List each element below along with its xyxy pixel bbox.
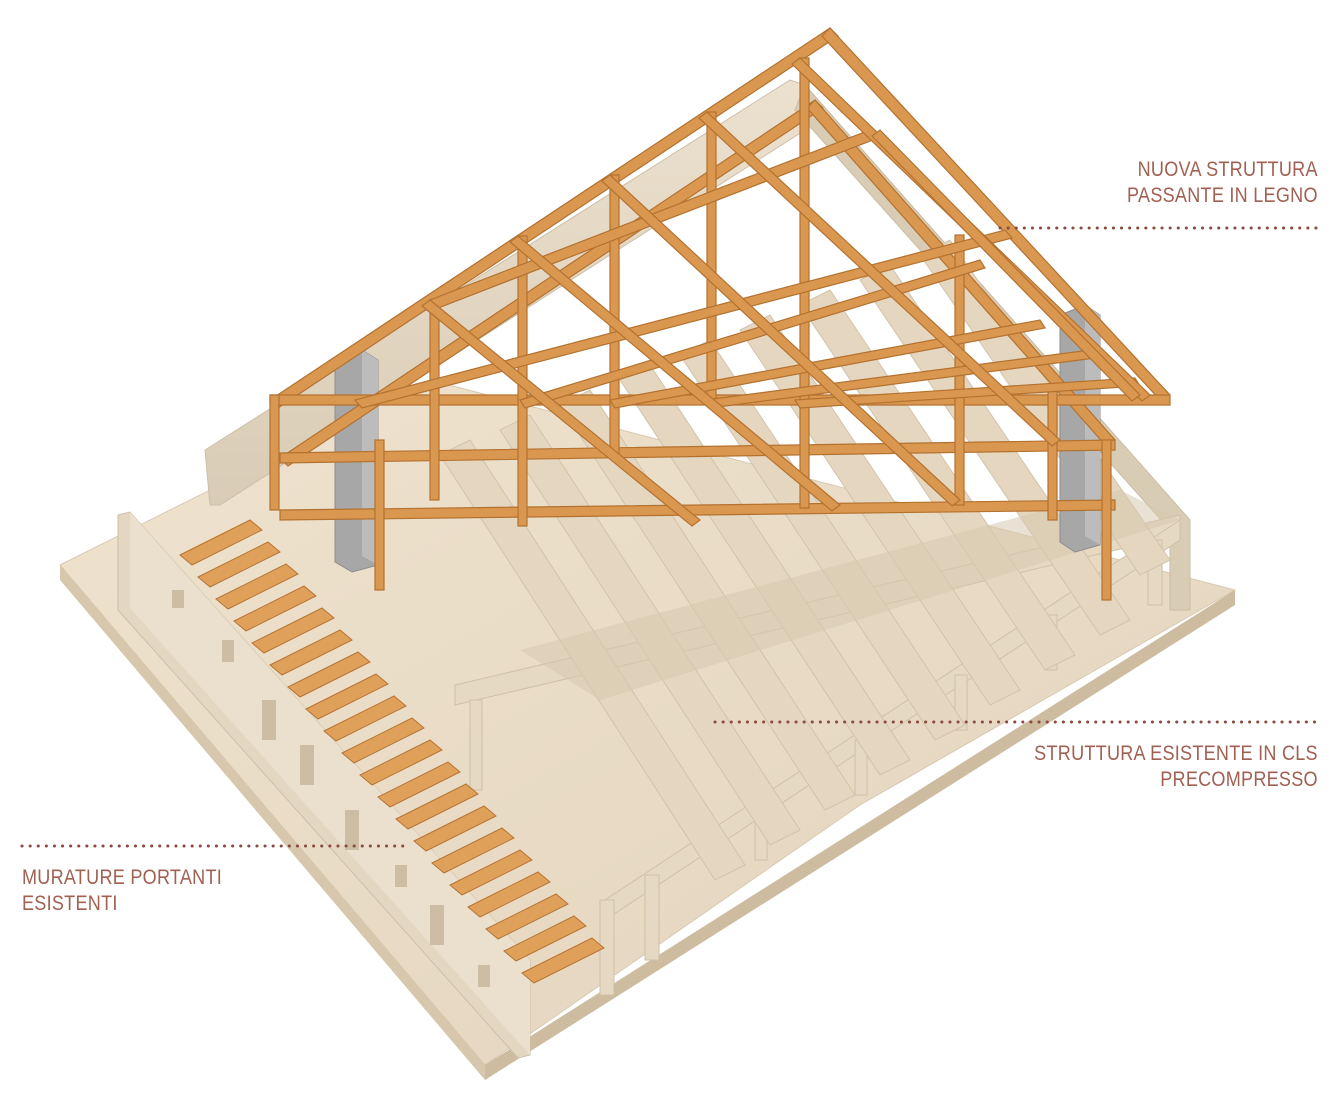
annotation-masonry: MURATURE PORTANTI ESISTENTI: [22, 865, 222, 917]
annotation-masonry-line1: MURATURE PORTANTI: [22, 866, 223, 889]
new-timber-structure: [269, 27, 1171, 601]
annotation-timber-structure: NUOVA STRUTTURA PASSANTE IN LEGNO: [1127, 157, 1318, 209]
annotation-concrete-line2: PRECOMPRESSO: [1160, 768, 1318, 791]
timber-floor-joists: [179, 519, 605, 984]
annotation-masonry-line2: ESISTENTI: [22, 892, 118, 915]
existing-masonry-wall: [117, 511, 531, 1059]
annotation-timber-line1: NUOVA STRUTTURA: [1137, 158, 1318, 181]
annotation-concrete-structure: STRUTTURA ESISTENTE IN CLS PRECOMPRESSO: [1034, 741, 1318, 793]
annotation-concrete-line1: STRUTTURA ESISTENTE IN CLS: [1034, 742, 1318, 765]
annotation-timber-line2: PASSANTE IN LEGNO: [1127, 184, 1318, 207]
leader-lines: [20, 226, 1320, 848]
